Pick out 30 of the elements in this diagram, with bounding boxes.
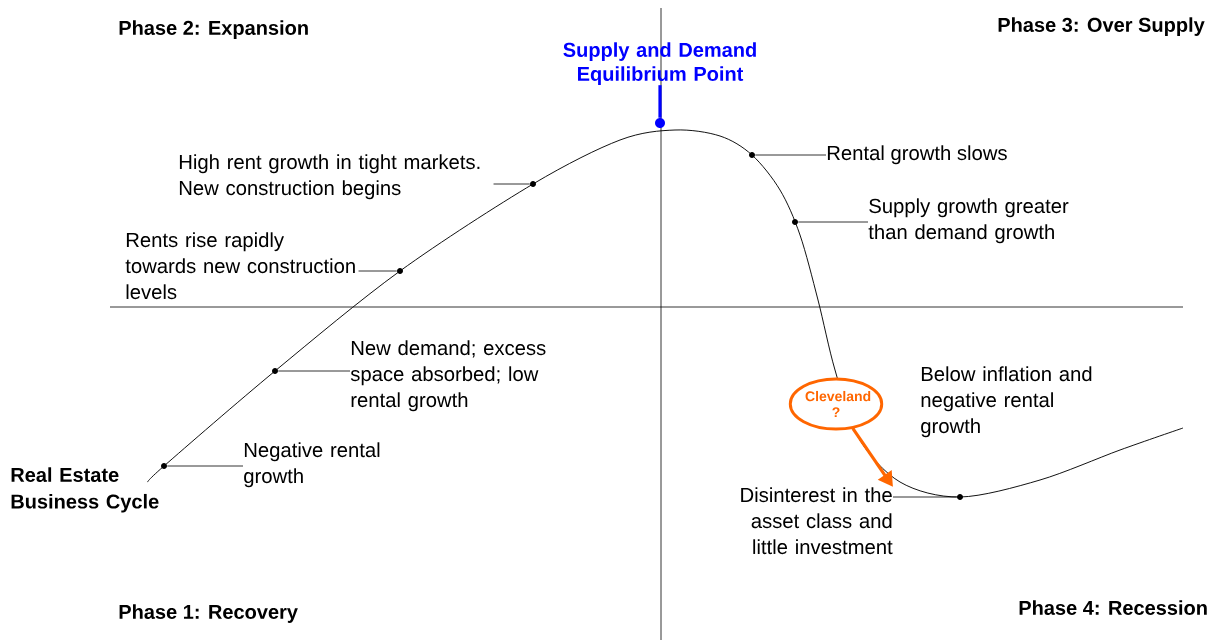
annotation-text: High rent growth in tight markets. New construction begins: [179, 154, 480, 200]
leader-line: [892, 496, 958, 498]
curve-point: [749, 152, 755, 158]
leader-line: [277, 370, 351, 372]
phase-heading: Phase 3: Over Supply: [998, 17, 1205, 36]
phase-heading: Phase 1: Recovery: [119, 604, 298, 623]
leader-line: [797, 221, 869, 223]
annotation-text: Negative rental growth: [244, 442, 380, 488]
annotation-text: Rental growth slows: [827, 145, 1007, 165]
annotation-text: Below inflation and negative rental growth: [921, 366, 1092, 438]
annotation-text: New demand; excess space absorbed; low rental growth: [350, 340, 546, 412]
leader-line: [493, 183, 531, 185]
leader-line: [658, 85, 662, 118]
curve-point: [655, 118, 665, 128]
phase-heading: Phase 4: Recession: [1019, 600, 1207, 615]
annotation-text: Disinterest in the asset class and little investment: [741, 487, 893, 555]
curve-point: [957, 494, 963, 500]
leader-line: [166, 465, 244, 467]
curve-point: [792, 219, 798, 225]
leader-line: [358, 270, 398, 272]
annotation-text: Rents rise rapidly towards new construction levels: [125, 232, 355, 300]
curve-point: [530, 181, 536, 187]
leader-line: [754, 154, 827, 156]
callout-text: Supply and Demand Equilibrium Point: [563, 42, 756, 85]
phase-heading: Phase 2: Expansion: [119, 20, 308, 39]
curve-point: [161, 463, 167, 469]
curve-point: [397, 268, 403, 274]
curve-point: [272, 368, 278, 374]
phase-heading: Real Estate Business Cycle: [11, 467, 159, 513]
annotation-text: Supply growth greater than demand growth: [868, 198, 1069, 244]
